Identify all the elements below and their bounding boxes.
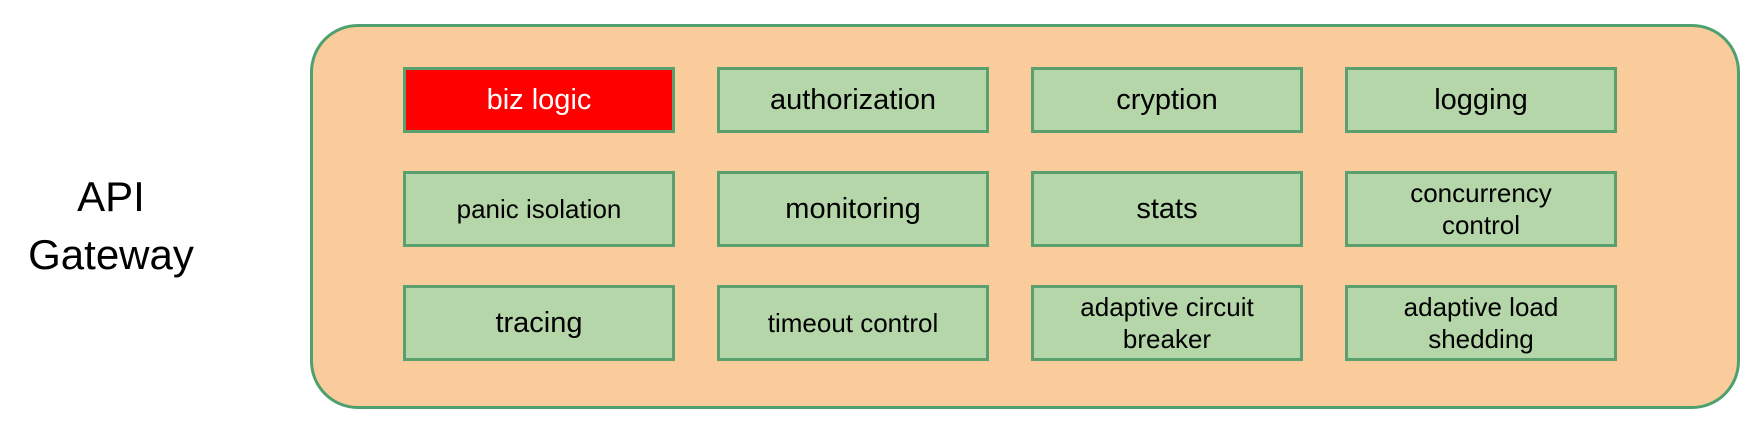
box-label: cryption [1116,83,1218,116]
box-label: logging [1434,83,1528,116]
box-stats: stats [1031,171,1303,247]
box-label: panic isolation [456,193,622,224]
box-label: biz logic [486,83,592,116]
diagram-title: API Gateway [5,168,217,284]
box-cryption: cryption [1031,67,1303,133]
box-label: tracing [495,306,583,339]
box-concurrency-control: concurrency control [1345,171,1617,247]
box-panic-isolation: panic isolation [403,171,675,247]
diagram-title-line2: Gateway [28,231,194,278]
box-timeout-control: timeout control [717,285,989,361]
component-grid: biz logic authorization cryption logging… [403,67,1617,361]
box-label: concurrency control [1410,178,1552,240]
box-label: stats [1136,192,1198,225]
diagram-title-line1: API [77,173,145,220]
box-label: timeout control [767,307,939,338]
box-adaptive-circuit-breaker: adaptive circuit breaker [1031,285,1303,361]
box-tracing: tracing [403,285,675,361]
box-authorization: authorization [717,67,989,133]
box-label: adaptive circuit breaker [1080,292,1254,354]
box-label: monitoring [785,192,921,225]
box-label: adaptive load shedding [1403,292,1559,354]
box-label: authorization [769,83,937,116]
box-monitoring: monitoring [717,171,989,247]
box-adaptive-load-shedding: adaptive load shedding [1345,285,1617,361]
gateway-container: biz logic authorization cryption logging… [310,24,1740,409]
box-biz-logic: biz logic [403,67,675,133]
box-logging: logging [1345,67,1617,133]
